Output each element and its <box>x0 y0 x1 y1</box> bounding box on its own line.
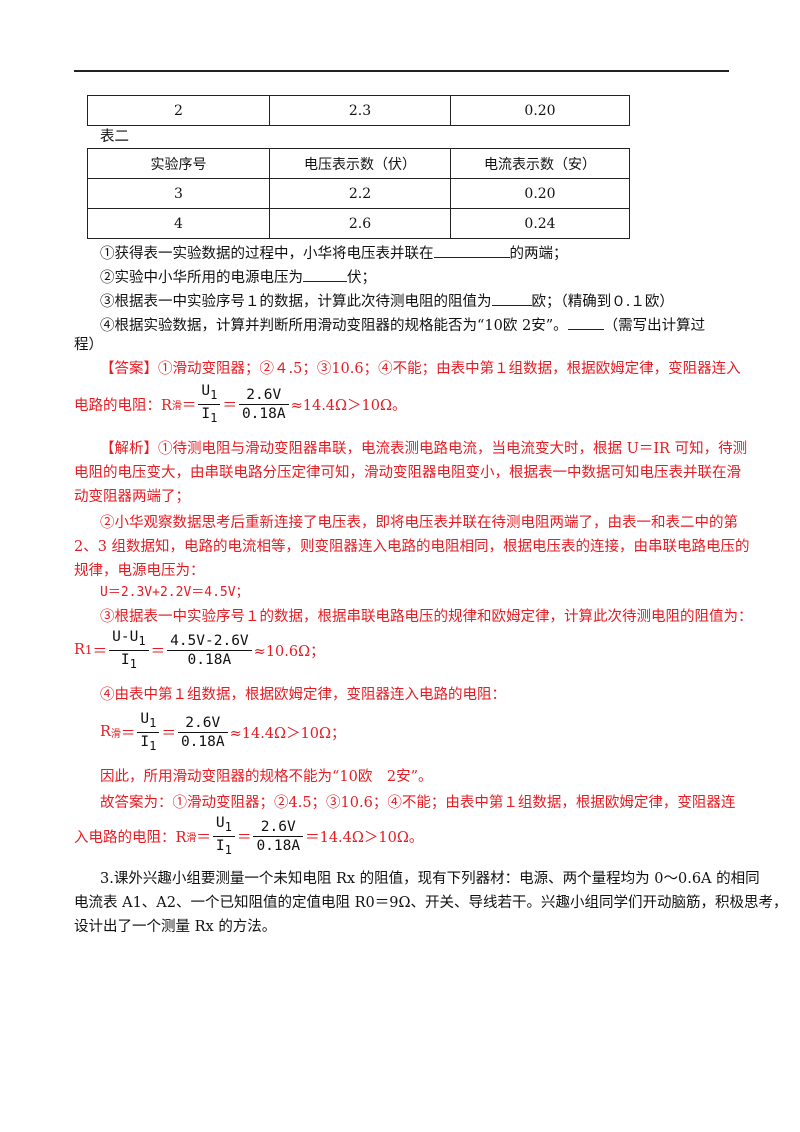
analysis-line: 电阻的电压变大，由串联电路分压定律可知，滑动变阻器电阻变小，根据表一中数据可知电… <box>74 465 741 481</box>
table-row: 2 2.3 0.20 <box>87 95 630 126</box>
table-header-row: 实验序号 电压表示数（伏） 电流表示数（安） <box>87 148 630 179</box>
table-cell: 3 <box>87 178 270 209</box>
analysis-line: ④由表中第１组数据，根据欧姆定律，变阻器连入电路的电阻： <box>100 687 506 703</box>
answer-blank <box>567 314 604 330</box>
answer-blank <box>491 290 532 306</box>
question-2: ②实验中小华所用的电源电压为伏； <box>100 266 760 289</box>
header-rule <box>74 70 729 72</box>
analysis-line: 故答案为：①滑动变阻器；②4.5；③10.6；④不能；由表中第１组数据，根据欧姆… <box>100 795 736 811</box>
question-1: ①获得表一实验数据的过程中，小华将电压表并联在的两端； <box>100 242 760 265</box>
table1-partial: 2 2.3 0.20 <box>87 95 630 126</box>
table-row: 4 2.6 0.24 <box>87 208 630 239</box>
answer-blank <box>303 266 347 282</box>
question-3-text: 设计出了一个测量 Rx 的方法。 <box>74 919 277 935</box>
table-cell: 0.20 <box>450 95 630 126</box>
answer-blank <box>433 242 510 258</box>
column-header: 电压表示数（伏） <box>269 148 451 179</box>
question-3-text: 电流表 A1、A2、一个已知阻值的定值电阻 R0＝9Ω、开关、导线若干。兴趣小组… <box>74 895 788 911</box>
table-cell: 0.24 <box>450 208 630 239</box>
column-header: 实验序号 <box>87 148 270 179</box>
question-4: ④根据实验数据，计算并判断所用滑动变阻器的规格能否为“10欧 2安”。（需写出计… <box>100 314 760 337</box>
table-cell: 4 <box>87 208 270 239</box>
table-cell: 2 <box>87 95 270 126</box>
analysis-equation: U＝2.3V+2.2V＝4.5V； <box>100 585 249 600</box>
question-4-cont: 程） <box>74 337 103 353</box>
column-header: 电流表示数（安） <box>450 148 630 179</box>
analysis-line: 2、3 组数据知，电路的电流相等，则变阻器连入电路的电阻相同，根据电压表的连接，… <box>74 539 750 555</box>
table-cell: 2.6 <box>269 208 451 239</box>
analysis-line: 规律，电源电压为： <box>74 563 205 579</box>
table2-caption: 表二 <box>100 129 129 145</box>
question-3: ③根据表一中实验序号１的数据，计算此次待测电阻的阻值为欧；（精确到０.１欧） <box>100 290 760 313</box>
analysis-line: ③根据表一中实验序号１的数据，根据串联电路电压的规律和欧姆定律，计算此次待测电阻… <box>100 609 753 625</box>
table-cell: 2.2 <box>269 178 451 209</box>
table-cell: 2.3 <box>269 95 451 126</box>
analysis-line: 动变阻器两端了； <box>74 489 190 505</box>
analysis-line: 【解析】①待测电阻与滑动变阻器串联，电流表测电路电流，当电流变大时，根据 U＝I… <box>100 441 748 457</box>
table2: 实验序号 电压表示数（伏） 电流表示数（安） 3 2.2 0.20 4 2.6 … <box>87 148 630 239</box>
answer-line: 【答案】①滑动变阻器；②４.5；③10.6；④不能；由表中第１组数据，根据欧姆定… <box>100 361 741 377</box>
question-3-text: 3.课外兴趣小组要测量一个未知电阻 Rx 的阻值，现有下列器材：电源、两个量程均… <box>100 871 760 887</box>
table-cell: 0.20 <box>450 178 630 209</box>
analysis-line: 因此，所用滑动变阻器的规格不能为“10欧 2安”。 <box>100 769 433 785</box>
table-row: 3 2.2 0.20 <box>87 178 630 209</box>
analysis-line: ②小华观察数据思考后重新连接了电压表，即将电压表并联在待测电阻两端了，由表一和表… <box>100 515 738 531</box>
